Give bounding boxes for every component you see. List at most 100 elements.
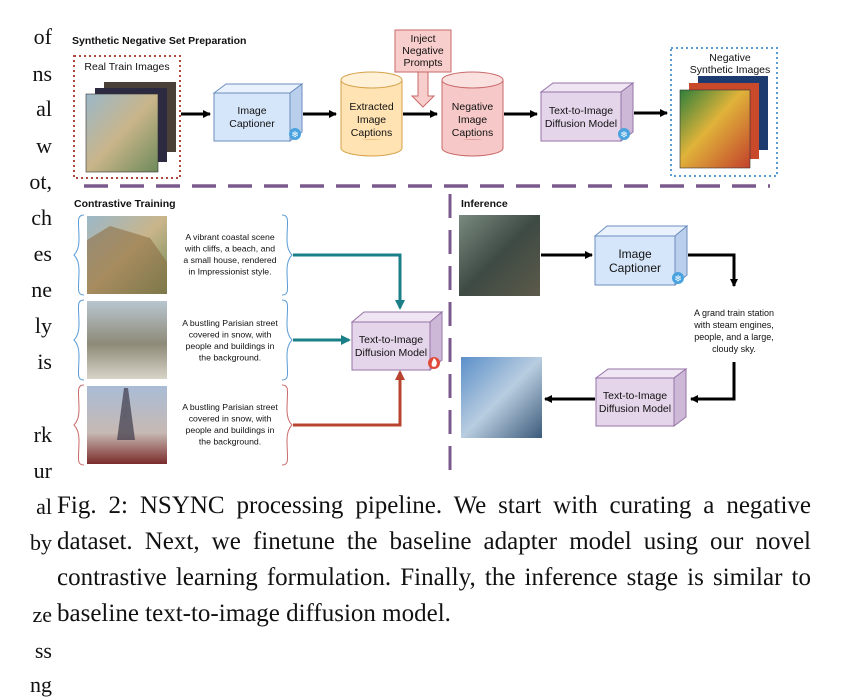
inference-diffusion-model: Text-to-Image Diffusion Model xyxy=(594,368,688,427)
captioner-top-face xyxy=(212,83,304,94)
diffusion-label-line1: Text-to-Image xyxy=(603,390,667,402)
extracted-captions-cylinder: Extracted Image Captions xyxy=(340,71,403,157)
diffusion-label-line2: Diffusion Model xyxy=(355,347,427,359)
left-fragment: by xyxy=(30,530,52,555)
snowflake-icon xyxy=(289,128,301,140)
right-brace xyxy=(281,214,293,296)
contrastive-diffusion-model: Text-to-Image Diffusion Model xyxy=(350,310,444,372)
negative-label-line3: Captions xyxy=(452,127,493,139)
section-title-inference: Inference xyxy=(461,198,508,210)
synthetic-label-line2: Synthetic Images xyxy=(690,64,771,76)
snowflake-icon xyxy=(672,272,684,284)
painting-front xyxy=(85,93,159,173)
inject-label-line2: Negative xyxy=(402,45,444,57)
contrastive-row-2: A bustling Parisian street covered in sn… xyxy=(73,299,293,381)
snowflake-icon xyxy=(618,128,630,140)
captioner-front-face xyxy=(213,92,291,142)
left-fragment: es xyxy=(33,241,52,266)
captioner-front-face xyxy=(594,235,676,286)
painting-cliff-shape xyxy=(87,226,167,294)
cylinder-mask xyxy=(442,140,503,148)
eiffel-tower-shape xyxy=(117,388,135,440)
right-brace xyxy=(281,384,293,466)
synthetic-label-line1: Negative xyxy=(709,52,751,64)
inference-input-painting xyxy=(459,215,540,296)
left-fragment: w xyxy=(36,133,52,158)
caption-2-line1: A bustling Parisian street xyxy=(182,318,278,328)
inject-label-line1: Inject xyxy=(410,33,435,45)
left-fragment: ze xyxy=(32,602,52,627)
generated-caption-line2: with steam engines, xyxy=(693,320,774,330)
captioner-label-line2: Captioner xyxy=(609,261,661,275)
diffusion-top-face xyxy=(539,82,635,93)
arrow-captioner-to-caption xyxy=(688,253,738,287)
right-brace xyxy=(281,299,293,381)
captioner-top-face xyxy=(593,225,689,237)
snowflake-glyph: ❄ xyxy=(291,130,299,140)
left-fragment: ot, xyxy=(29,169,52,194)
inference-image-captioner: Image Captioner ❄ xyxy=(593,224,689,287)
generated-caption-line1: A grand train station xyxy=(694,308,774,318)
diffusion-front-face xyxy=(540,91,622,142)
caption-2-line3: people and buildings in xyxy=(186,341,275,351)
caption-1-line2: with cliffs, a beach, and xyxy=(184,244,275,254)
fire-glyph xyxy=(431,358,437,367)
negative-label-line2: Image xyxy=(458,114,487,126)
generated-caption-line3: people, and a large, xyxy=(694,332,774,342)
inject-negative-prompts: Inject Negative Prompts xyxy=(394,29,452,108)
diffusion-top-face xyxy=(350,311,444,323)
left-brace xyxy=(73,299,85,381)
caption-1-line4: in Impressionist style. xyxy=(188,267,271,277)
extracted-label-line2: Image xyxy=(357,114,386,126)
real-train-frame xyxy=(73,55,181,179)
diffusion-label-line2: Diffusion Model xyxy=(599,403,671,415)
inference-generated-caption: A grand train station with steam engines… xyxy=(693,308,774,354)
left-fragment: al xyxy=(36,494,52,519)
left-fragment: ur xyxy=(33,458,52,483)
extracted-label-line3: Captions xyxy=(351,127,392,139)
inference-output-painting xyxy=(461,357,542,438)
left-fragment: rk xyxy=(33,422,52,447)
arrow-row3-to-diffusion xyxy=(293,370,405,427)
left-fragment: ly xyxy=(34,313,52,338)
left-fragment: is xyxy=(37,349,52,374)
pipeline-diagram: Synthetic Negative Set Preparation Real … xyxy=(72,29,778,470)
left-fragment: ss xyxy=(34,638,52,663)
section-title-prep: Synthetic Negative Set Preparation xyxy=(72,35,246,47)
diffusion-front-face xyxy=(351,321,431,371)
diffusion-side-face xyxy=(673,368,687,427)
left-fragment: ch xyxy=(31,205,52,230)
caption-3-line1: A bustling Parisian street xyxy=(182,402,278,412)
diffusion-front-face xyxy=(595,377,675,427)
negative-synthetic-images: Negative Synthetic Images xyxy=(670,47,778,177)
diffusion-label-line2: Diffusion Model xyxy=(545,118,617,130)
captioner-label-line2: Captioner xyxy=(229,118,275,130)
caption-1-line3: a small house, rendered xyxy=(183,255,276,265)
snowflake-glyph: ❄ xyxy=(674,274,682,284)
real-train-images: Real Train Images xyxy=(73,55,181,179)
real-train-label: Real Train Images xyxy=(84,61,169,73)
inject-label-line3: Prompts xyxy=(403,57,442,69)
left-fragment: al xyxy=(36,96,52,121)
inject-box xyxy=(394,29,452,73)
synthetic-frame xyxy=(670,47,778,177)
diffusion-top-face xyxy=(594,368,688,379)
captioner-label-line1: Image xyxy=(237,105,266,117)
diffusion-label-line1: Text-to-Image xyxy=(549,105,613,117)
snowflake-glyph: ❄ xyxy=(620,130,628,140)
extracted-label-line1: Extracted xyxy=(349,101,394,113)
contrastive-row-3: A bustling Parisian street covered in sn… xyxy=(73,384,293,466)
prep-image-captioner: Image Captioner ❄ xyxy=(212,83,304,142)
left-fragment: ns xyxy=(32,61,52,86)
caption-2-line2: covered in snow, with xyxy=(189,330,272,340)
generated-caption-line4: cloudy sky. xyxy=(712,344,756,354)
arrow-row1-to-diffusion xyxy=(293,253,405,310)
diffusion-label-line1: Text-to-Image xyxy=(359,334,423,346)
caption-1-line1: A vibrant coastal scene xyxy=(185,232,275,242)
captioner-label-line1: Image xyxy=(618,247,652,261)
inject-down-arrow xyxy=(410,71,436,108)
synthetic-front xyxy=(679,89,751,169)
cylinder-top xyxy=(441,71,504,89)
negative-label-line1: Negative xyxy=(452,101,494,113)
